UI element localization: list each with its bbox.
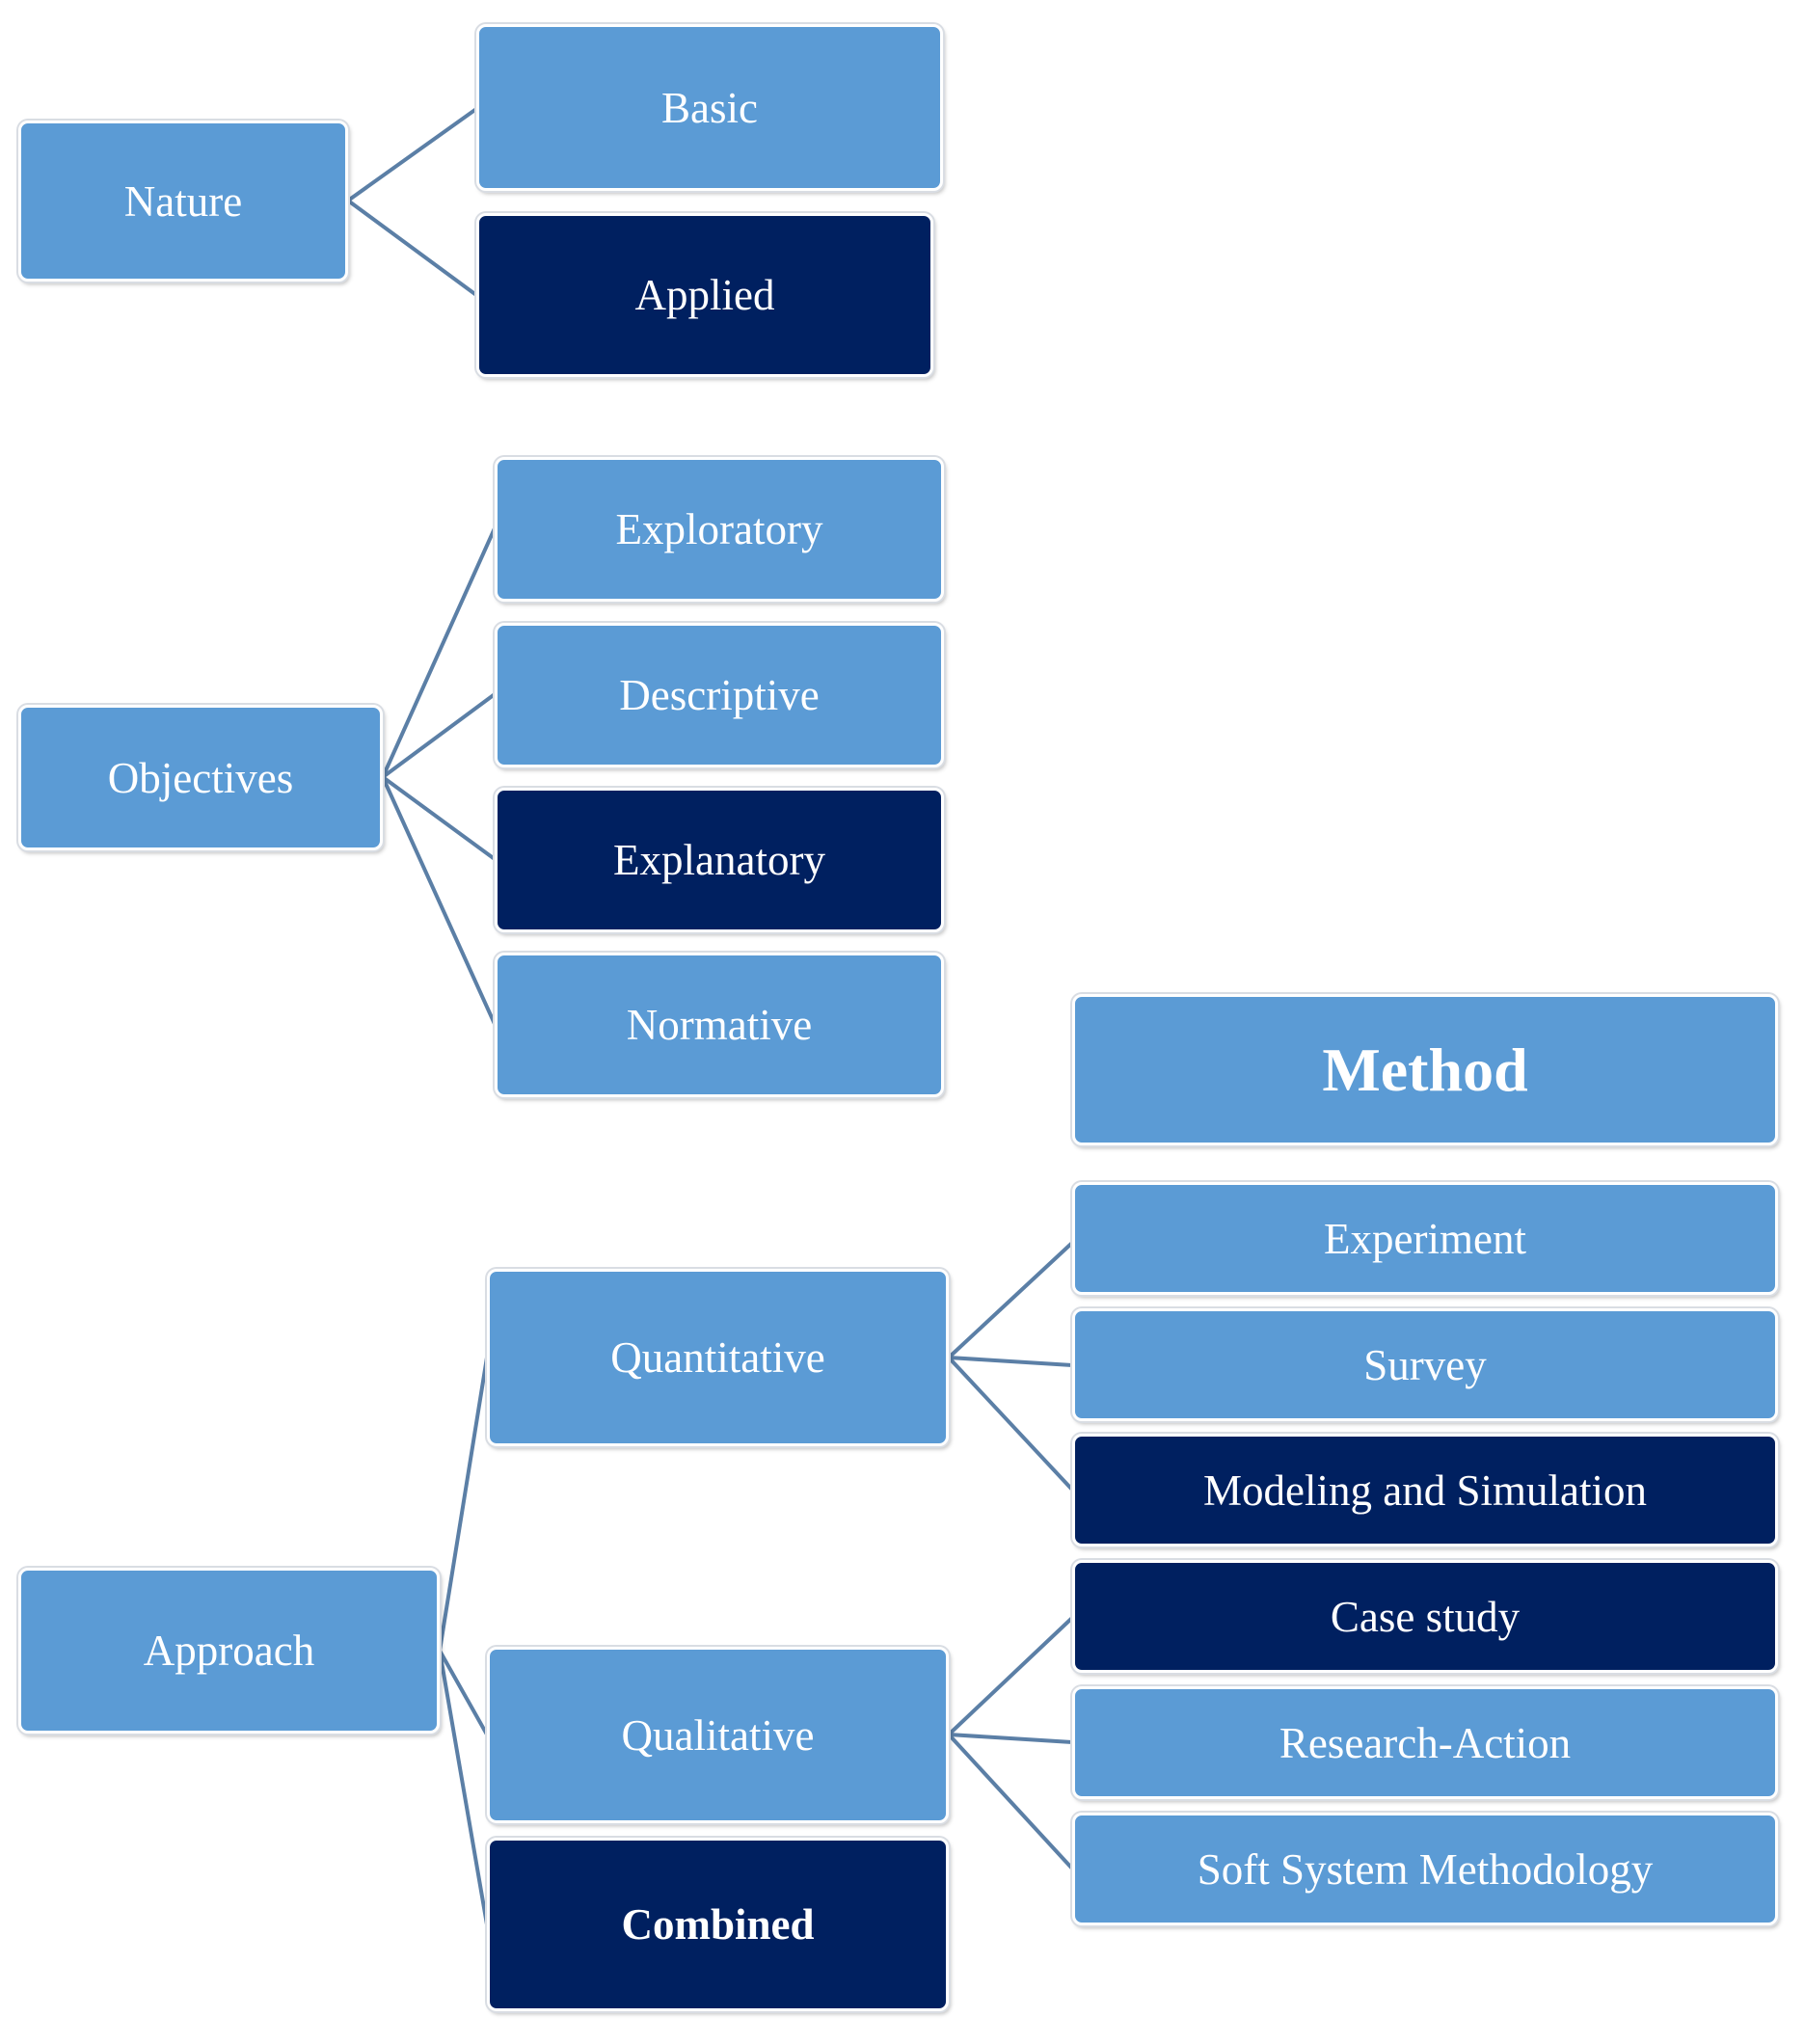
node-qualitative-label: Qualitative <box>621 1710 815 1760</box>
connector-nature-basic <box>346 107 478 202</box>
connector-nature-applied <box>346 199 478 297</box>
node-soft-system-methodology-label: Soft System Methodology <box>1197 1844 1654 1894</box>
node-descriptive: Descriptive <box>495 623 944 767</box>
connector-objectives-exploratory <box>381 527 497 778</box>
node-combined: Combined <box>487 1838 949 2011</box>
node-explanatory: Explanatory <box>495 788 944 932</box>
node-normative-label: Normative <box>626 1001 813 1049</box>
node-research-action-label: Research-Action <box>1279 1718 1572 1767</box>
method-header-label: Method <box>1322 1035 1528 1104</box>
connector-objectives-explanatory <box>381 775 497 861</box>
connector-objectives-normative <box>381 776 497 1025</box>
node-nature-label: Nature <box>123 176 243 226</box>
node-explanatory-label: Explanatory <box>613 836 825 884</box>
connector-quantitative-experiment <box>947 1241 1074 1359</box>
node-descriptive-label: Descriptive <box>619 671 820 719</box>
node-case-study: Case study <box>1072 1560 1778 1673</box>
node-exploratory: Exploratory <box>495 457 944 602</box>
node-basic: Basic <box>476 24 943 191</box>
method-header: Method <box>1072 994 1778 1145</box>
node-exploratory-label: Exploratory <box>615 505 823 553</box>
node-applied: Applied <box>476 213 933 377</box>
node-modeling-simulation-label: Modeling and Simulation <box>1203 1466 1647 1515</box>
connector-quantitative-survey <box>948 1356 1073 1367</box>
node-survey-label: Survey <box>1363 1340 1487 1389</box>
node-modeling-simulation: Modeling and Simulation <box>1072 1434 1778 1546</box>
connector-approach-combined <box>438 1650 489 1925</box>
node-research-action: Research-Action <box>1072 1686 1778 1799</box>
node-experiment: Experiment <box>1072 1182 1778 1295</box>
node-applied-label: Applied <box>634 271 775 319</box>
connector-approach-qualitative <box>438 1650 489 1735</box>
node-approach-label: Approach <box>143 1627 315 1675</box>
node-experiment-label: Experiment <box>1324 1214 1526 1263</box>
connector-approach-quantitative <box>438 1357 489 1652</box>
node-soft-system-methodology: Soft System Methodology <box>1072 1813 1778 1925</box>
connector-quantitative-modeling <box>947 1356 1074 1492</box>
node-objectives-label: Objectives <box>107 753 294 802</box>
connector-qualitative-case-study <box>947 1616 1074 1736</box>
connector-objectives-descriptive <box>381 692 497 779</box>
node-approach: Approach <box>18 1568 440 1734</box>
connector-qualitative-research-action <box>948 1733 1073 1744</box>
node-objectives: Objectives <box>18 705 383 850</box>
node-basic-label: Basic <box>661 83 758 132</box>
node-case-study-label: Case study <box>1330 1592 1521 1641</box>
node-combined-label: Combined <box>621 1900 815 1949</box>
node-normative: Normative <box>495 953 944 1097</box>
node-quantitative-label: Quantitative <box>610 1333 825 1382</box>
node-quantitative: Quantitative <box>487 1269 949 1446</box>
node-qualitative: Qualitative <box>487 1647 949 1823</box>
node-nature: Nature <box>18 121 348 282</box>
node-survey: Survey <box>1072 1308 1778 1421</box>
connector-qualitative-ssm <box>947 1733 1074 1870</box>
